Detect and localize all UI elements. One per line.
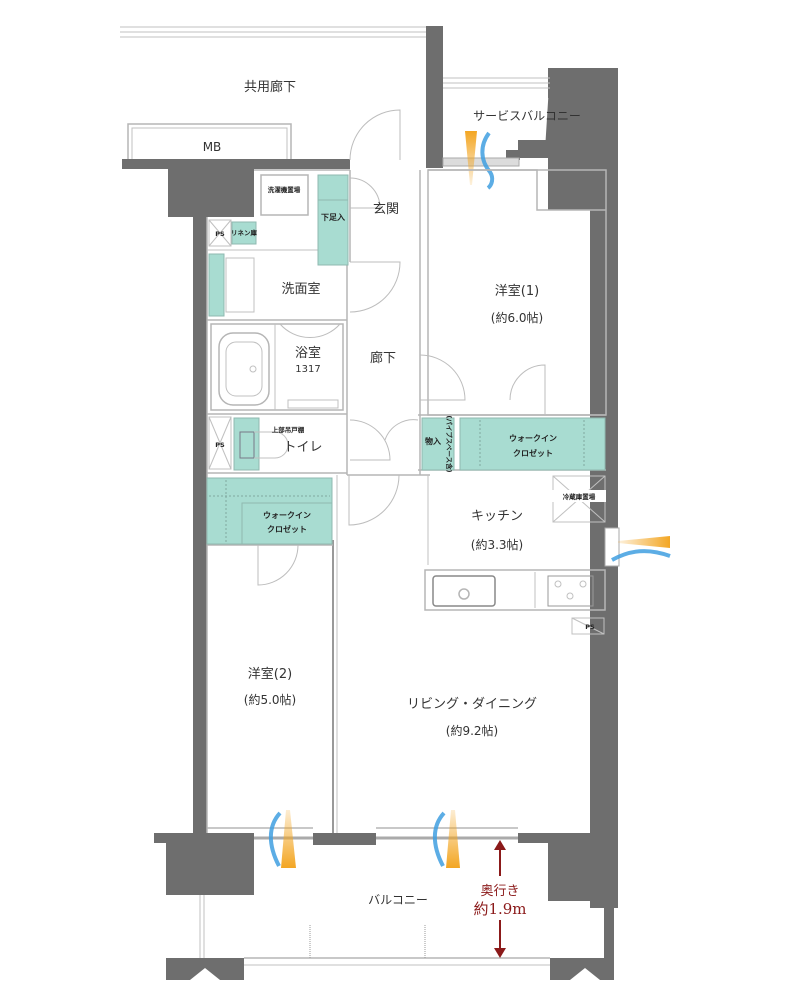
airflow-kitchen-icon — [604, 527, 671, 567]
sink-icon — [432, 575, 496, 607]
label-washroom: 洗面室 — [281, 281, 320, 297]
label-toilet-cabinet: 上部吊戸棚 — [272, 425, 305, 434]
label-western-2-size: (約5.0帖) — [244, 692, 296, 707]
kitchen: キッチン (約3.3帖) PS — [432, 509, 605, 635]
doors — [257, 109, 546, 586]
meter-box: MB — [127, 123, 292, 162]
label-ps-3: PS — [585, 623, 595, 631]
label-storage-note: (パイプスペース含) — [445, 415, 454, 472]
label-kitchen: キッチン — [471, 509, 523, 524]
balcony: バルコニー — [199, 893, 550, 966]
bathroom: 浴室 1317 — [218, 332, 339, 409]
label-wic-2-line2: クロゼット — [267, 524, 307, 534]
label-wic-1-line2: クロゼット — [513, 448, 553, 458]
western-room-2: 洋室(2) (約5.0帖) — [244, 666, 296, 707]
label-hallway: 廊下 — [370, 350, 396, 366]
label-kitchen-size: (約3.3帖) — [471, 537, 523, 552]
label-ps-1: PS — [215, 230, 225, 238]
label-western-1: 洋室(1) — [495, 283, 539, 299]
label-depth-line1: 奥行き — [480, 884, 519, 899]
airflow-top-icon — [465, 131, 495, 190]
label-living-size: (約9.2帖) — [446, 723, 498, 738]
airflow-bottom-right-icon — [432, 810, 460, 868]
airflow-bottom-left-icon — [268, 810, 296, 868]
label-balcony: バルコニー — [368, 893, 428, 907]
label-western-1-size: (約6.0帖) — [491, 310, 543, 325]
living-dining: リビング・ダイニング (約9.2帖) — [407, 697, 537, 738]
linen-area: PS リネン庫 — [208, 219, 258, 247]
stove-icon — [547, 575, 594, 607]
arrow-up-icon — [494, 840, 506, 850]
western-room-1: 洋室(1) (約6.0帖) — [491, 283, 543, 325]
toilet: PS 上部吊戸棚 トイレ — [208, 416, 323, 471]
fridge-space: 冷蔵庫置場 — [552, 475, 606, 523]
washer-space: 洗濯機置場 — [260, 174, 309, 216]
label-depth-line2: 約1.9m — [473, 900, 526, 918]
label-mb: MB — [203, 140, 222, 154]
label-service-balcony: サービスバルコニー — [473, 109, 581, 123]
walls — [122, 26, 618, 980]
label-washer-space: 洗濯機置場 — [268, 185, 301, 194]
label-wic-1-line1: ウォークイン — [509, 433, 557, 443]
entrance: 下足入 玄関 — [317, 174, 399, 266]
label-entrance: 玄関 — [373, 202, 399, 217]
label-fridge: 冷蔵庫置場 — [563, 492, 596, 501]
label-living: リビング・ダイニング — [407, 697, 537, 712]
label-shoe-closet: 下足入 — [321, 213, 345, 222]
service-balcony: サービスバルコニー — [442, 77, 581, 167]
arrow-down-icon — [494, 948, 506, 958]
walk-in-closet-2: ウォークイン クロゼット — [206, 477, 333, 545]
label-toilet: トイレ — [283, 440, 322, 455]
balcony-depth-indicator: 奥行き 約1.9m — [473, 840, 527, 958]
label-bathroom-size: 1317 — [295, 364, 320, 375]
washroom: 洗面室 — [208, 253, 321, 317]
label-linen: リネン庫 — [231, 228, 258, 237]
label-western-2: 洋室(2) — [248, 666, 292, 682]
label-common-corridor: 共用廊下 — [244, 79, 296, 95]
label-storage: 物入 — [425, 436, 441, 446]
common-corridor: 共用廊下 — [120, 26, 426, 95]
label-ps-2: PS — [215, 441, 225, 449]
label-bathroom: 浴室 — [295, 345, 321, 361]
walk-in-closet-1: 物入 (パイプスペース含) ウォークイン クロゼット — [421, 415, 606, 473]
label-wic-2-line1: ウォークイン — [263, 510, 311, 520]
